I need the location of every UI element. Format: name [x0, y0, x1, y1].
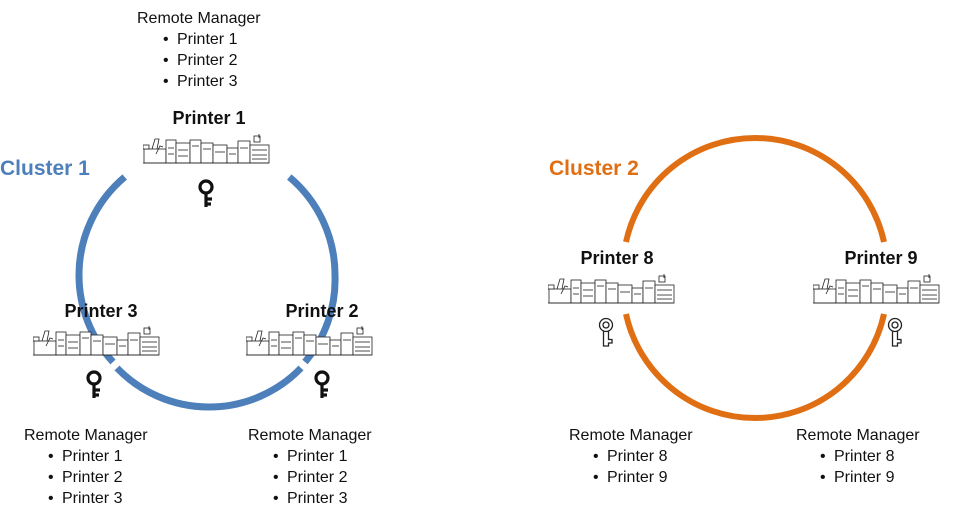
printer-2-icon [246, 326, 373, 356]
cluster-2-title: Cluster 2 [549, 157, 639, 180]
printer-8-title: Printer 8 [580, 248, 654, 268]
list-item: Printer 3 [48, 488, 148, 509]
remote-manager-title: Remote Manager [248, 427, 372, 444]
list-item: Printer 9 [593, 467, 693, 488]
printer-9-remote-manager: Remote Manager Printer 8 Printer 9 [796, 425, 920, 488]
printer-2-key-icon [314, 370, 330, 400]
list-item: Printer 8 [820, 446, 920, 467]
printer-9-key-icon [887, 317, 903, 347]
printer-3-title: Printer 3 [64, 301, 138, 321]
printer-9-title: Printer 9 [844, 248, 918, 268]
remote-manager-title: Remote Manager [24, 427, 148, 444]
printer-2-title: Printer 2 [285, 301, 359, 321]
printer-8-remote-manager: Remote Manager Printer 8 Printer 9 [569, 425, 693, 488]
cluster-1-ring [75, 174, 339, 411]
printer-1-key-icon [198, 179, 214, 209]
list-item: Printer 3 [163, 71, 261, 92]
list-item: Printer 8 [593, 446, 693, 467]
remote-manager-title: Remote Manager [569, 427, 693, 444]
printer-1-remote-manager: Remote Manager Printer 1 Printer 2 Print… [137, 8, 261, 92]
list-item: Printer 1 [163, 29, 261, 50]
printer-8-icon [548, 274, 675, 304]
printer-1-title: Printer 1 [172, 108, 246, 128]
printer-2-remote-manager: Remote Manager Printer 1 Printer 2 Print… [248, 425, 372, 509]
printer-3-remote-manager: Remote Manager Printer 1 Printer 2 Print… [24, 425, 148, 509]
list-item: Printer 2 [48, 467, 148, 488]
remote-manager-title: Remote Manager [796, 427, 920, 444]
cluster-1-title: Cluster 1 [0, 157, 90, 180]
list-item: Printer 1 [273, 446, 372, 467]
printer-8-key-icon [598, 317, 614, 347]
list-item: Printer 2 [163, 50, 261, 71]
list-item: Printer 9 [820, 467, 920, 488]
printer-1-icon [143, 134, 270, 164]
printer-3-icon [33, 326, 160, 356]
remote-manager-title: Remote Manager [137, 10, 261, 27]
list-item: Printer 1 [48, 446, 148, 467]
printer-3-key-icon [86, 370, 102, 400]
printer-9-icon [813, 274, 940, 304]
list-item: Printer 2 [273, 467, 372, 488]
list-item: Printer 3 [273, 488, 372, 509]
cluster-2-ring [623, 134, 887, 422]
